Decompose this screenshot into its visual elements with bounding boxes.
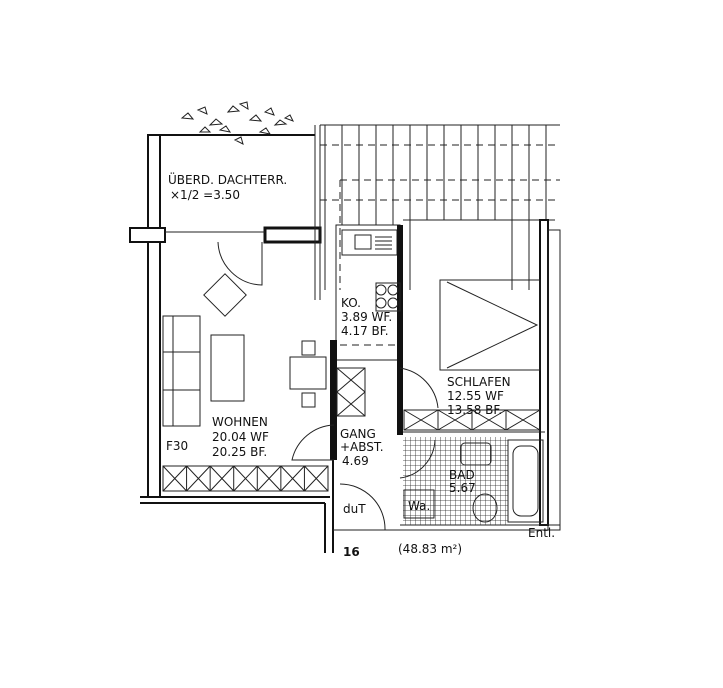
window-cross (471, 409, 507, 431)
window-cross (437, 409, 473, 431)
hall-area: 4.69 (342, 454, 369, 468)
fire-door-label: F30 (166, 439, 188, 453)
window-cross (304, 465, 329, 492)
window-frame (336, 367, 366, 417)
vent-label: Entl. (528, 526, 555, 540)
bath-area: 5.67 (449, 481, 476, 495)
sofa (162, 315, 201, 427)
window-cross (505, 409, 541, 431)
window-cross (280, 465, 305, 492)
chair (301, 340, 316, 356)
bath-tiles (403, 437, 544, 525)
kitchen-bf: 4.17 BF. (341, 324, 389, 338)
window-cross (336, 367, 366, 393)
living-bf: 20.25 BF. (212, 445, 267, 459)
washbasin (403, 489, 435, 519)
bathtub (507, 439, 544, 523)
toilet (472, 493, 498, 523)
window-cross (256, 465, 282, 492)
hall-sub: +ABST. (340, 440, 384, 454)
plants-icon (180, 101, 295, 145)
kitchen-wf: 3.89 WF. (341, 310, 392, 324)
door-mark: duT (343, 502, 366, 516)
window-cross (336, 391, 366, 417)
window-cross (186, 465, 211, 492)
terrace-name: ÜBERD. DACHTERR. (168, 171, 287, 187)
bedroom-name: SCHLAFEN (447, 375, 511, 389)
bedroom-wf: 12.55 WF (447, 389, 504, 403)
total-area: (48.83 m²) (398, 542, 462, 556)
bedroom-bf: 13.58 BF. (447, 403, 502, 417)
walls (129, 125, 561, 553)
roof-hatching (320, 124, 560, 290)
window-bands (162, 367, 541, 492)
window-cross (209, 465, 235, 492)
armchair (203, 273, 247, 317)
living-name: WOHNEN (212, 415, 268, 429)
dining-table (289, 356, 327, 390)
terrace-area: ×1/2 =3.50 (170, 188, 240, 202)
unit-number: 16 (343, 545, 360, 559)
living-wf: 20.04 WF (212, 430, 269, 444)
window-cross (403, 409, 439, 431)
bed (439, 279, 541, 371)
hall-name: GANG (340, 427, 376, 441)
coffee-table (210, 334, 245, 402)
bath-name: BAD (449, 468, 475, 482)
window-cross (233, 465, 258, 492)
kitchen-name: KO. (341, 296, 361, 310)
window-cross (162, 465, 188, 492)
washbasin-label: Wa. (408, 499, 430, 513)
furniture (162, 273, 541, 427)
chair (301, 392, 316, 408)
